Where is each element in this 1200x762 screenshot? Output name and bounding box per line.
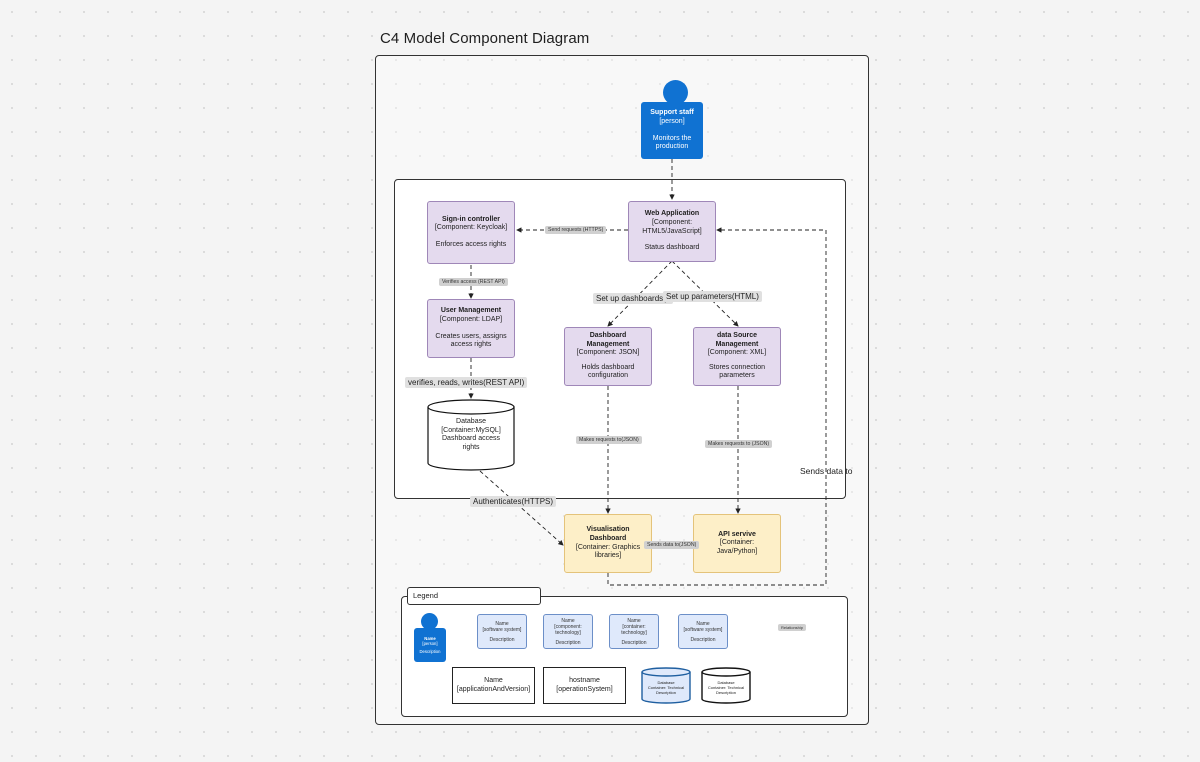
legend-deployment-node: Name [applicationAndVersion]	[452, 667, 535, 704]
edge-label-setup-dashboards: Set up dashboards(J	[593, 293, 673, 304]
legend-card-description: Description	[555, 639, 581, 646]
visual-tech: [Container: Graphics libraries]	[575, 543, 641, 560]
component-user-management[interactable]: User Management [Component: LDAP] Create…	[427, 299, 515, 358]
dashmgmt-description: Holds dashboard configuration	[581, 363, 635, 380]
legend-card-name: Name	[627, 617, 641, 624]
legend-card-component: Name [component: technology] Description	[543, 614, 593, 649]
legend-card-software-system: Name [software system] Description	[477, 614, 527, 649]
webapp-name: Web Application	[644, 210, 700, 218]
usermgmt-tech: [Component: LDAP]	[439, 315, 503, 323]
api-tech: [Container: Java/Python]	[716, 539, 758, 555]
legend-card-description: Description	[489, 636, 515, 643]
dashmgmt-tech: [Component: JSON]	[576, 349, 640, 357]
database-label: Database [Container:MySQL] Dashboard acc…	[430, 418, 512, 452]
component-data-source-management[interactable]: data Source Management [Component: XML] …	[693, 327, 781, 386]
legend-db-name: Database	[717, 680, 735, 685]
edge-visual-webapp-loop	[607, 227, 827, 586]
edge-label-send-requests: Send requests (HTTPS)	[545, 226, 607, 234]
usermgmt-name: User Management	[440, 307, 502, 315]
person-head-icon	[663, 80, 688, 105]
legend-node-name: Name	[484, 677, 503, 684]
legend-card-type: [software system]	[482, 626, 522, 633]
legend-db-tech: Container: Technical	[647, 685, 685, 690]
legend-card-name: Name	[561, 617, 575, 624]
legend-db-description: Description	[715, 690, 736, 695]
edge-db-visual	[479, 470, 564, 546]
database-cylinder[interactable]	[427, 399, 515, 472]
datasrc-tech: [Component: XML]	[707, 349, 767, 357]
signin-name: Sign-in controller	[442, 215, 500, 223]
legend-node-sub: [applicationAndVersion]	[456, 685, 531, 693]
edge-label-setup-parameters: Set up parameters(HTML)	[663, 291, 762, 302]
person-name: Support staff	[650, 109, 694, 117]
signin-description: Enforces access rights	[435, 240, 507, 248]
legend-person-name: Name	[424, 636, 436, 641]
api-name: API servive	[718, 530, 756, 538]
person-description: Monitors the production	[652, 134, 692, 151]
legend-db-external	[701, 667, 751, 704]
edge-label-verifies-reads-writes: verifies, reads, writes(REST API)	[405, 377, 528, 388]
database-name: Database	[456, 418, 486, 425]
person-type: [person]	[659, 117, 685, 125]
usermgmt-description: Creates users, assigns access rights	[435, 332, 507, 349]
legend-db-tech: Container: Technical	[707, 685, 745, 690]
edge-label-sends-data-to: Sends data to	[800, 466, 853, 476]
webapp-description: Status dashboard	[644, 244, 700, 252]
legend-infrastructure-node: hostname [operationSystem]	[543, 667, 626, 704]
legend-db-container-label: Database Container: Technical Descriptio…	[643, 680, 689, 695]
legend-card-type: [component: technology]	[554, 623, 582, 636]
datasrc-description: Stores connection parameters	[708, 363, 766, 380]
datasrc-name: data Source Management	[715, 332, 759, 348]
webapp-tech: [Component: HTML5/JavaScript]	[642, 218, 702, 235]
person-support-staff[interactable]: Support staff [person] Monitors the prod…	[641, 102, 703, 159]
database-tech: [Container:MySQL]	[441, 426, 501, 434]
legend-card-description: Description	[621, 639, 647, 646]
legend-card-name: Name	[696, 620, 710, 627]
diagram-title: C4 Model Component Diagram	[380, 30, 590, 47]
edge-label-verifies-access: Verifies access (REST API)	[439, 278, 508, 286]
legend-db-name: Database	[657, 680, 675, 685]
component-signin-controller[interactable]: Sign-in controller [Component: Keycloak]…	[427, 201, 515, 264]
component-dashboard-management[interactable]: Dashboard Management [Component: JSON] H…	[564, 327, 652, 386]
legend-relationship-label: Relationship	[778, 624, 807, 631]
legend-card-type: [container: technology]	[621, 623, 647, 636]
edge-label-authenticates: Authenticates(HTTPS)	[470, 496, 557, 507]
legend-db-container	[641, 667, 691, 704]
legend-card-name: Name	[495, 620, 509, 627]
component-web-application[interactable]: Web Application [Component: HTML5/JavaSc…	[628, 201, 716, 262]
container-visualisation-dashboard[interactable]: Visualisation Dashboard [Container: Grap…	[564, 514, 652, 573]
signin-tech: [Component: Keycloak]	[434, 224, 508, 232]
legend-person-type: [person]	[422, 641, 438, 646]
legend-card-software-system-2: Name [software system] Description	[678, 614, 728, 649]
legend-node-sub: [operationSystem]	[556, 685, 613, 693]
container-api-service[interactable]: API servive [Container: Java/Python]	[693, 514, 781, 573]
legend-title: Legend	[407, 587, 541, 605]
legend-db-description: Description	[655, 690, 676, 695]
legend-card-type: [software system]	[683, 626, 723, 633]
legend-card-description: Description	[690, 636, 716, 643]
legend-person-head-icon	[421, 613, 438, 630]
visual-name: Visualisation Dashboard	[586, 526, 630, 542]
database-description: Dashboard access rights	[442, 435, 500, 451]
edge-webapp-datasrc	[671, 260, 739, 327]
edge-label-sends-data-json: Sends data to(JSON)	[644, 541, 700, 549]
legend-person-description: Description	[419, 649, 441, 654]
legend-card-container: Name [container: technology] Description	[609, 614, 659, 649]
legend-node-name: hostname	[569, 677, 600, 684]
legend-person: Name [person] Description	[414, 628, 446, 662]
legend-db-external-label: Database Container: Technical Descriptio…	[703, 680, 749, 695]
dashmgmt-name: Dashboard Management	[586, 332, 630, 348]
edge-label-makes-requests-api: Makes requests to (JSON)	[705, 440, 773, 448]
edge-label-makes-requests-dash: Makes requests to(JSON)	[576, 436, 642, 444]
